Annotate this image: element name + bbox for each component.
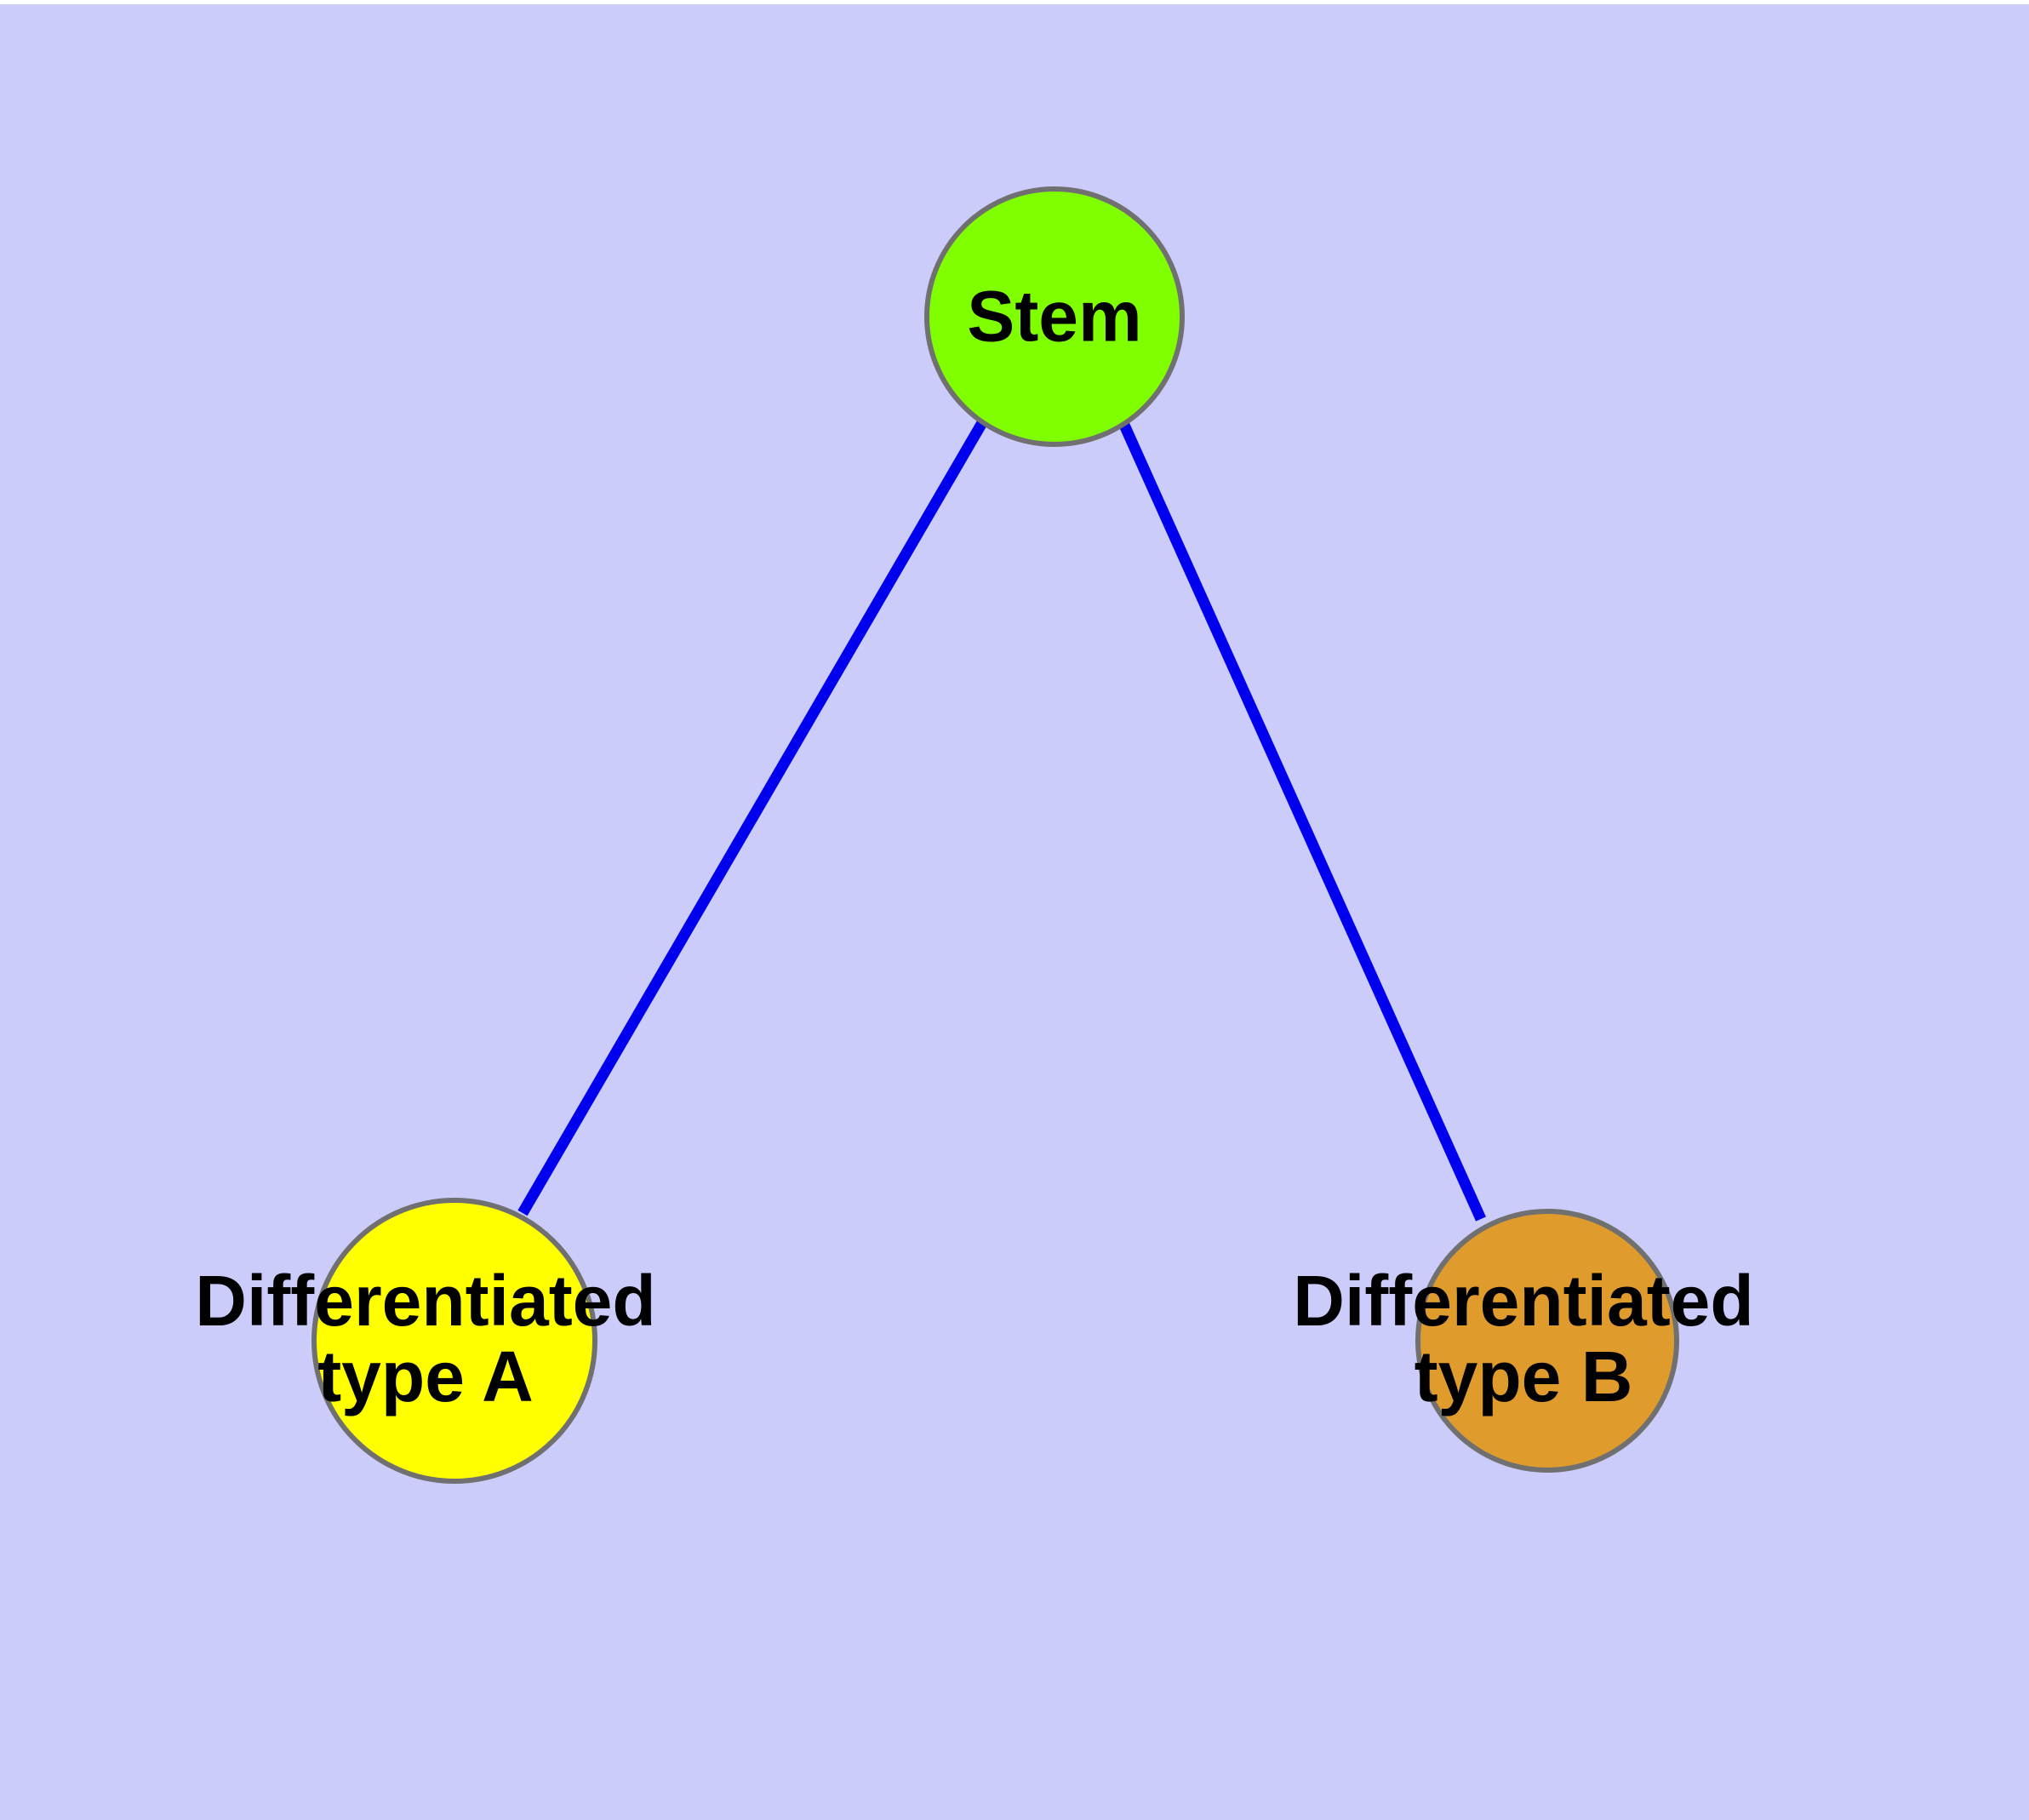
graph-edge-stem-to-diff-b xyxy=(1118,421,1486,1222)
graph-node-diff-a[interactable] xyxy=(311,1198,597,1484)
nodes-group xyxy=(311,186,1679,1484)
graph-node-stem[interactable] xyxy=(924,186,1185,447)
graph-edge-stem-to-diff-a xyxy=(517,418,988,1216)
edges-group xyxy=(517,418,1486,1222)
graph-node-diff-b[interactable] xyxy=(1415,1209,1679,1473)
